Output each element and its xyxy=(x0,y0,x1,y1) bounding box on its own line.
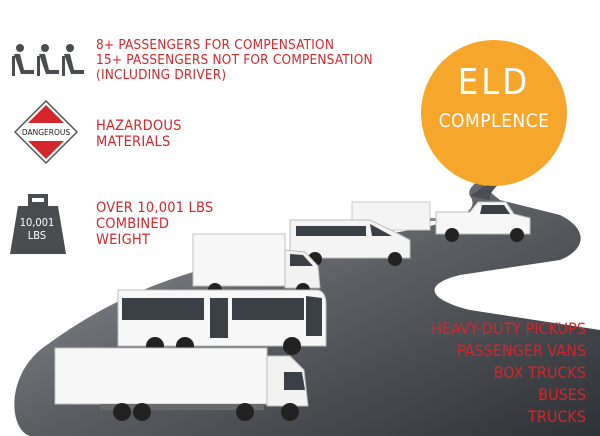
eld-badge: ELD COMPLENCE xyxy=(421,40,567,186)
dangerous-placard-icon: DANGEROUS xyxy=(14,100,78,164)
passenger-van-icon xyxy=(289,219,411,266)
list-item: BUSES xyxy=(538,385,586,404)
bus-icon xyxy=(117,289,327,355)
list-item: TRUCKS xyxy=(528,407,586,426)
weight-rule-text: OVER 10,001 LBS COMBINED WEIGHT xyxy=(96,200,214,249)
weight-icon xyxy=(10,194,66,254)
semi-truck-icon xyxy=(54,347,309,421)
vehicle-types-list: HEAVY-DUTY PICKUPS PASSENGER VANS BOX TR… xyxy=(431,318,586,428)
passenger-rule-text: 8+ PASSENGERS FOR COMPENSATION 15+ PASSE… xyxy=(96,37,373,84)
list-item: BOX TRUCKS xyxy=(493,363,586,382)
list-item: PASSENGER VANS xyxy=(456,341,586,360)
placard-text: DANGEROUS xyxy=(22,128,71,137)
list-item: HEAVY-DUTY PICKUPS xyxy=(431,319,586,338)
badge-subtitle: COMPLENCE xyxy=(438,110,550,132)
passenger-seats-icon xyxy=(12,44,84,76)
hazmat-rule-text: HAZARDOUS MATERIALS xyxy=(96,118,182,151)
box-truck-icon xyxy=(192,233,321,297)
weight-label: 10,001 LBS xyxy=(19,216,55,242)
badge-title: ELD xyxy=(457,62,531,103)
